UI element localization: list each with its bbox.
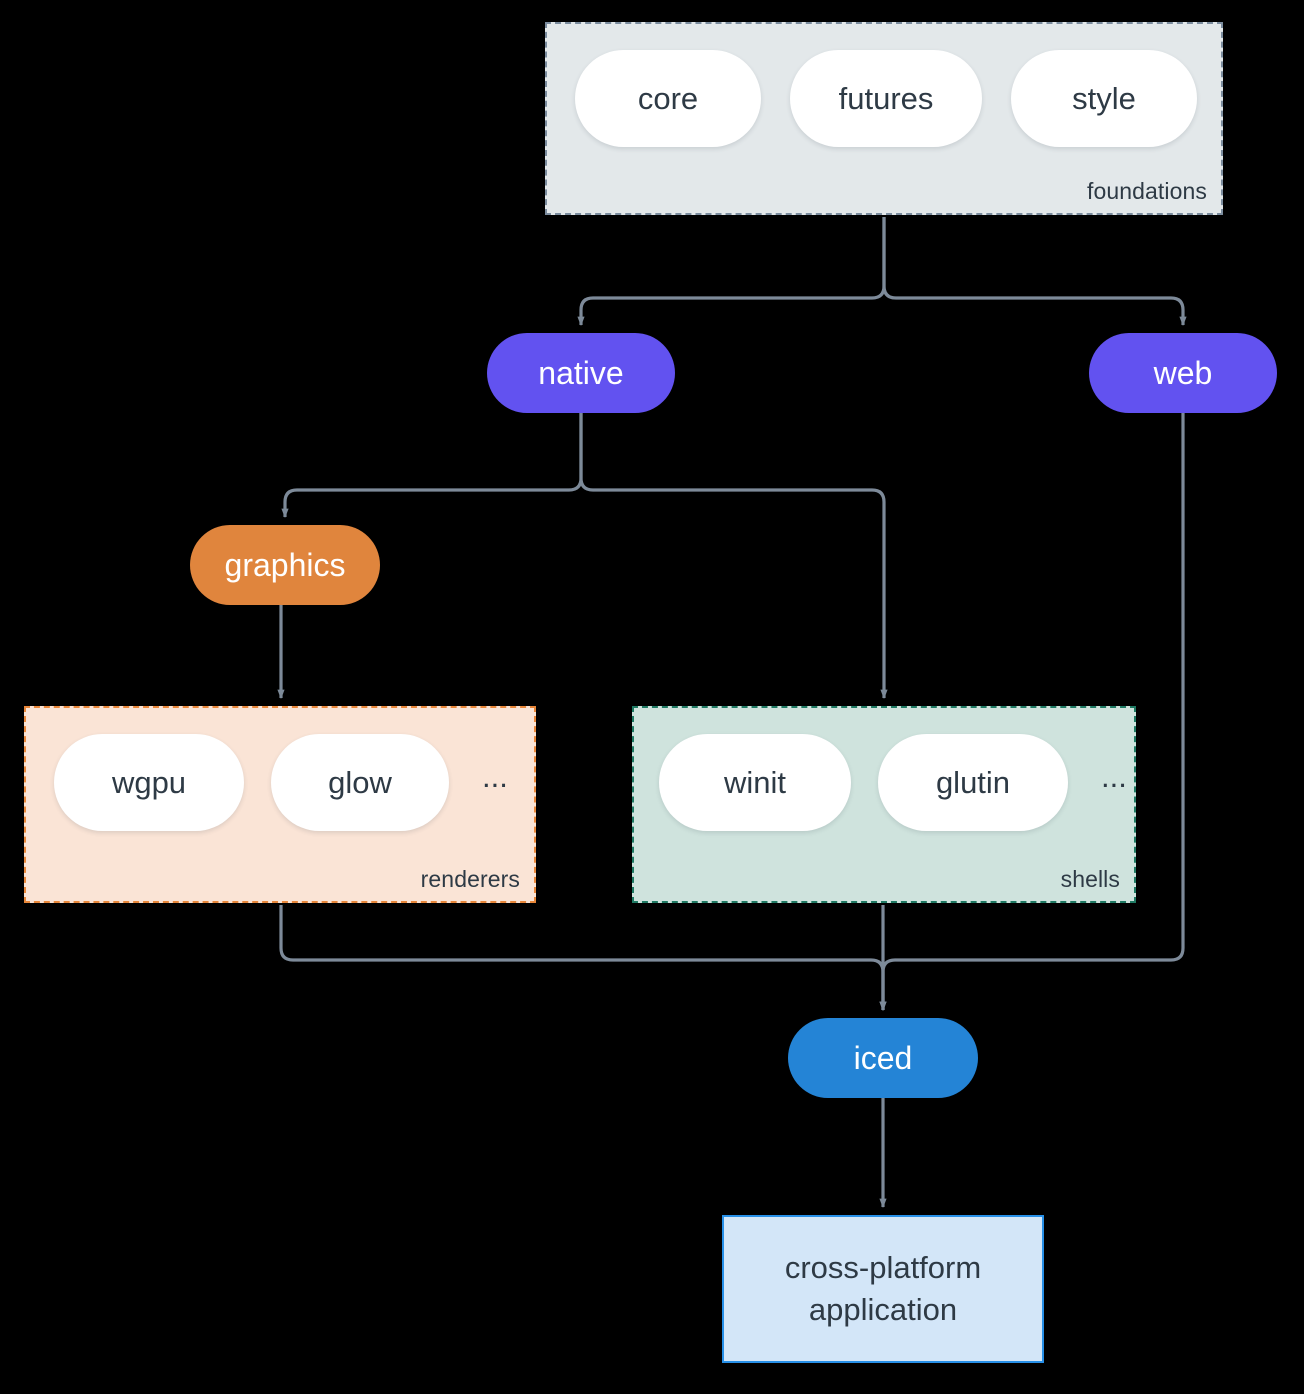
pill-glutin-label: glutin bbox=[935, 764, 1011, 800]
pill-winit[interactable]: winit bbox=[659, 734, 851, 831]
edge-native-shells bbox=[579, 413, 888, 700]
node-native[interactable]: native bbox=[487, 333, 675, 413]
shells-more-ellipsis: ... bbox=[1101, 759, 1127, 794]
node-native-label: native bbox=[538, 354, 624, 391]
group-foundations-label: foundations bbox=[1086, 178, 1207, 204]
pill-winit-label: winit bbox=[723, 764, 786, 800]
pill-glow[interactable]: glow bbox=[271, 734, 449, 831]
renderers-pill-row: wgpu glow ... bbox=[54, 734, 508, 831]
pill-glow-label: glow bbox=[328, 764, 392, 800]
foundations-pill-row: core futures style bbox=[575, 50, 1197, 147]
application-label-line2: application bbox=[808, 1292, 958, 1327]
group-shells[interactable]: winit glutin ... shells bbox=[632, 706, 1136, 903]
group-foundations[interactable]: core futures style foundations bbox=[545, 22, 1223, 215]
pill-core-label: core bbox=[637, 80, 699, 116]
pill-glutin[interactable]: glutin bbox=[878, 734, 1068, 831]
node-graphics-label: graphics bbox=[224, 546, 346, 583]
pill-core[interactable]: core bbox=[575, 50, 761, 147]
pill-style-label: style bbox=[1072, 80, 1136, 116]
group-shells-label: shells bbox=[1060, 866, 1120, 892]
group-renderers-label: renderers bbox=[420, 866, 520, 892]
edge-foundations-native bbox=[577, 217, 886, 327]
edge-foundations-web bbox=[882, 217, 1187, 327]
node-web[interactable]: web bbox=[1089, 333, 1277, 413]
application-label-line1: cross-platform bbox=[784, 1250, 982, 1286]
renderers-more-ellipsis: ... bbox=[482, 759, 508, 794]
node-cross-platform-application[interactable]: cross-platform application bbox=[722, 1215, 1044, 1363]
shells-pill-row: winit glutin ... bbox=[659, 734, 1127, 831]
node-web-label: web bbox=[1153, 354, 1213, 391]
node-iced-label: iced bbox=[853, 1039, 913, 1076]
edge-renderers-iced bbox=[279, 905, 887, 1012]
pill-style[interactable]: style bbox=[1011, 50, 1197, 147]
pill-futures-label: futures bbox=[838, 80, 934, 116]
pill-wgpu[interactable]: wgpu bbox=[54, 734, 244, 831]
edge-native-graphics bbox=[281, 413, 583, 519]
node-iced[interactable]: iced bbox=[788, 1018, 978, 1098]
pill-futures[interactable]: futures bbox=[790, 50, 982, 147]
pill-wgpu-label: wgpu bbox=[111, 764, 187, 800]
group-renderers[interactable]: wgpu glow ... renderers bbox=[24, 706, 536, 903]
node-graphics[interactable]: graphics bbox=[190, 525, 380, 605]
